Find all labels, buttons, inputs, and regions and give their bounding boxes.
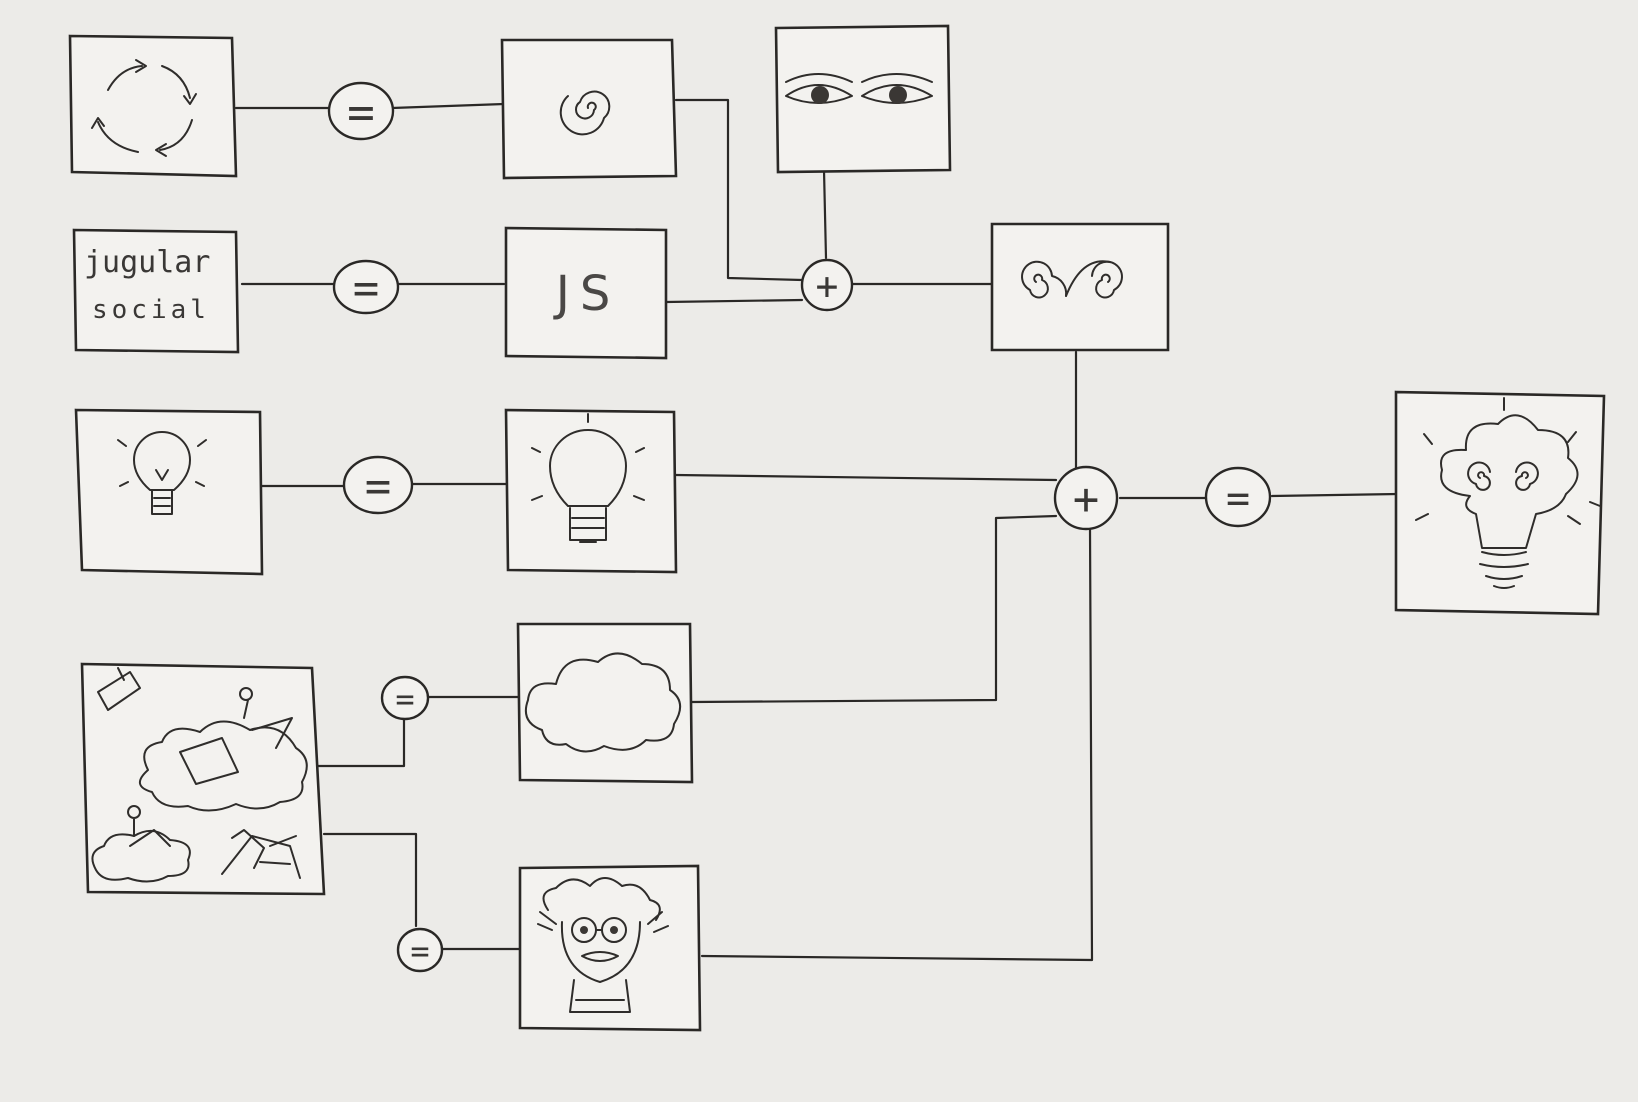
node-cloud	[516, 622, 694, 784]
node-spiral	[500, 38, 678, 180]
operator-equals: =	[327, 81, 395, 141]
equals-sign: =	[410, 932, 429, 970]
operator-plus: +	[800, 258, 854, 312]
connector	[822, 168, 828, 260]
connector	[390, 102, 506, 110]
lightbulb-icon	[531, 413, 645, 543]
js-logo-text: JS	[553, 266, 621, 322]
eyes-icon	[785, 73, 933, 104]
equals-sign: =	[347, 85, 375, 139]
operator-plus: +	[1053, 465, 1119, 531]
plus-sign: +	[816, 264, 839, 308]
operator-equals: =	[332, 259, 400, 315]
equals-sign: =	[1226, 476, 1250, 522]
node-jugular-social: jugular social	[72, 228, 240, 354]
jugular-label: jugular	[84, 245, 210, 280]
plus-sign: +	[1073, 474, 1100, 525]
connector	[316, 716, 406, 768]
node-bulb-large	[504, 408, 678, 574]
connector	[674, 473, 1058, 482]
connector	[664, 298, 804, 304]
connector-lines	[234, 98, 1400, 962]
professor-face-icon	[537, 877, 669, 1013]
node-js: JS	[504, 226, 668, 360]
operator-equals: =	[380, 675, 430, 721]
connector	[1270, 492, 1400, 498]
connector	[674, 98, 804, 282]
social-label: social	[92, 295, 210, 325]
cloud-bulb-spiral-icon	[1415, 397, 1601, 589]
spiral-icon	[559, 90, 611, 136]
node-cloud-scene	[80, 662, 326, 896]
node-result	[1394, 390, 1606, 616]
lightbulb-icon	[117, 431, 207, 515]
node-eyes	[774, 24, 952, 174]
operator-equals: =	[342, 455, 414, 515]
node-professor	[518, 864, 702, 1032]
operator-equals: =	[1204, 466, 1272, 528]
cycle-arrows-icon	[91, 59, 197, 157]
double-spiral-icon	[1021, 260, 1123, 299]
cloud-icon	[524, 652, 681, 753]
connector	[690, 514, 1058, 704]
connector	[700, 526, 1094, 962]
node-double-spiral	[990, 222, 1170, 352]
connector	[322, 832, 418, 928]
node-bulb-small	[74, 408, 264, 576]
equals-sign: =	[353, 263, 380, 314]
node-cycle	[68, 34, 238, 178]
equals-sign: =	[395, 680, 414, 718]
equals-sign: =	[365, 461, 392, 512]
operator-equals: =	[396, 927, 444, 973]
cloud-people-scene-icon	[91, 667, 308, 883]
